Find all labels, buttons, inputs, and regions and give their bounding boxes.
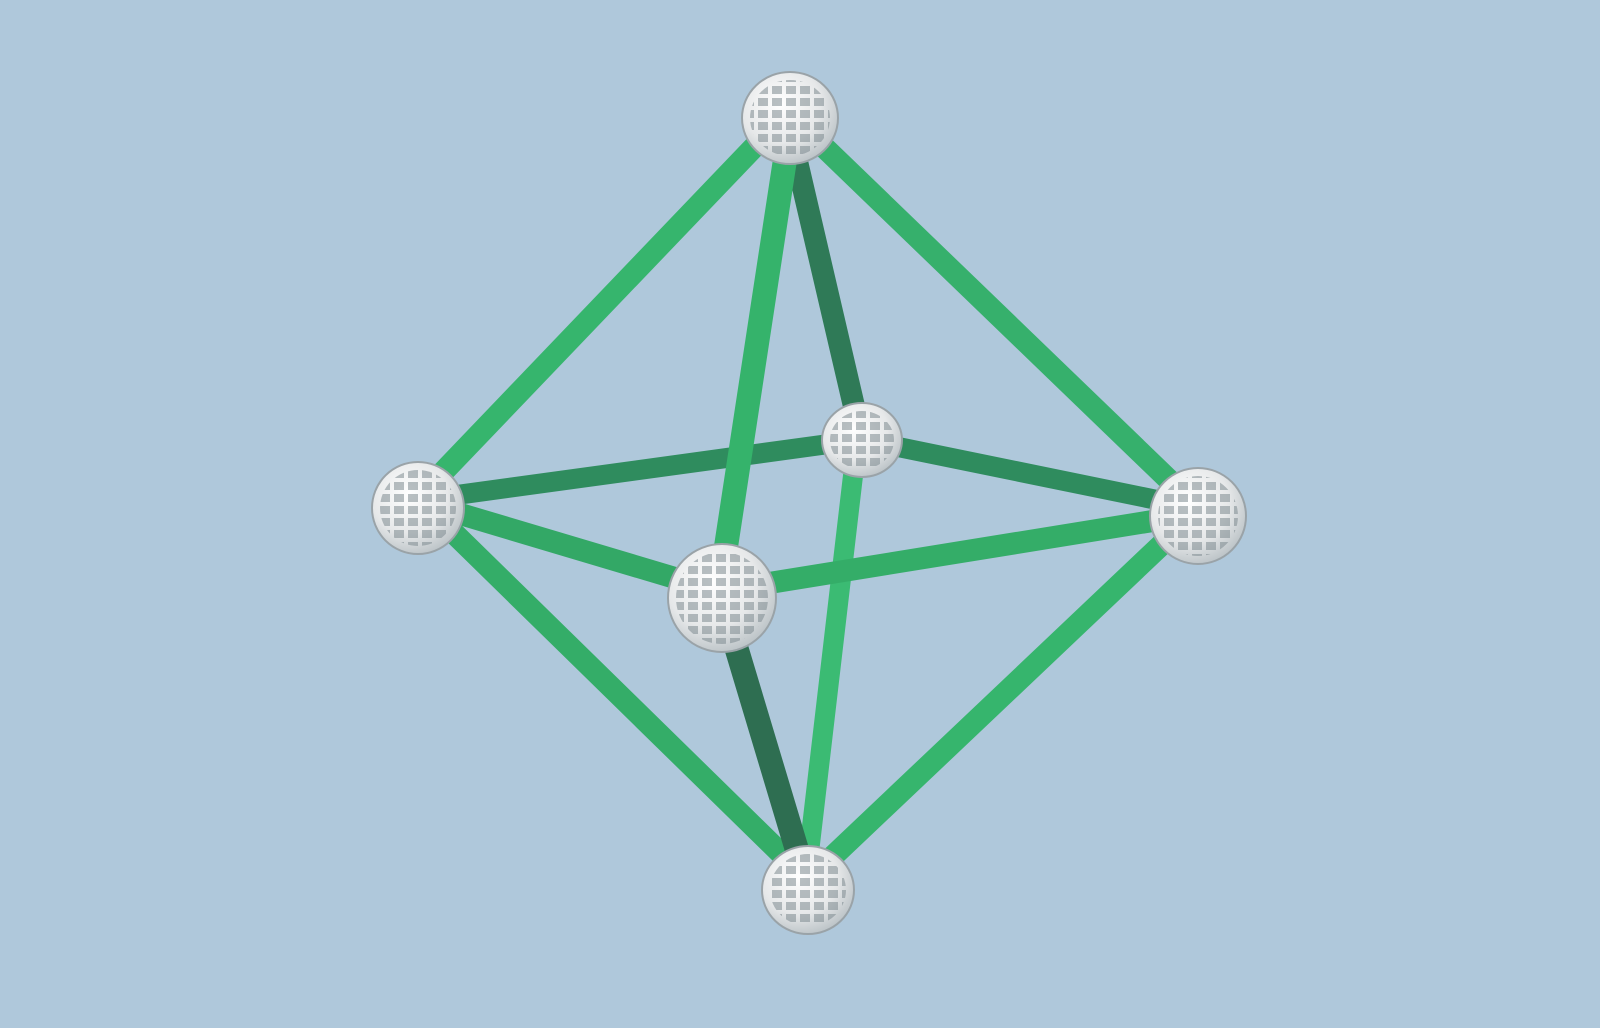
node-left [371, 461, 465, 555]
node-front [667, 543, 777, 653]
node-right [1149, 467, 1247, 565]
node-top [741, 71, 839, 165]
strut-right-front [715, 503, 1207, 601]
strut-top-front [708, 128, 800, 598]
node-bottom [761, 845, 855, 935]
struts-back [410, 129, 1206, 888]
strut-top-left [409, 109, 791, 507]
strut-top-right [789, 113, 1207, 517]
strut-top-back [781, 129, 871, 443]
node-back [821, 402, 903, 478]
strut-left-back [410, 430, 868, 510]
strut-bottom-back [796, 440, 866, 888]
strut-left-bottom [409, 489, 817, 889]
strut-right-bottom [799, 501, 1207, 889]
strut-right-back [854, 430, 1206, 518]
struts-front [409, 109, 1207, 892]
